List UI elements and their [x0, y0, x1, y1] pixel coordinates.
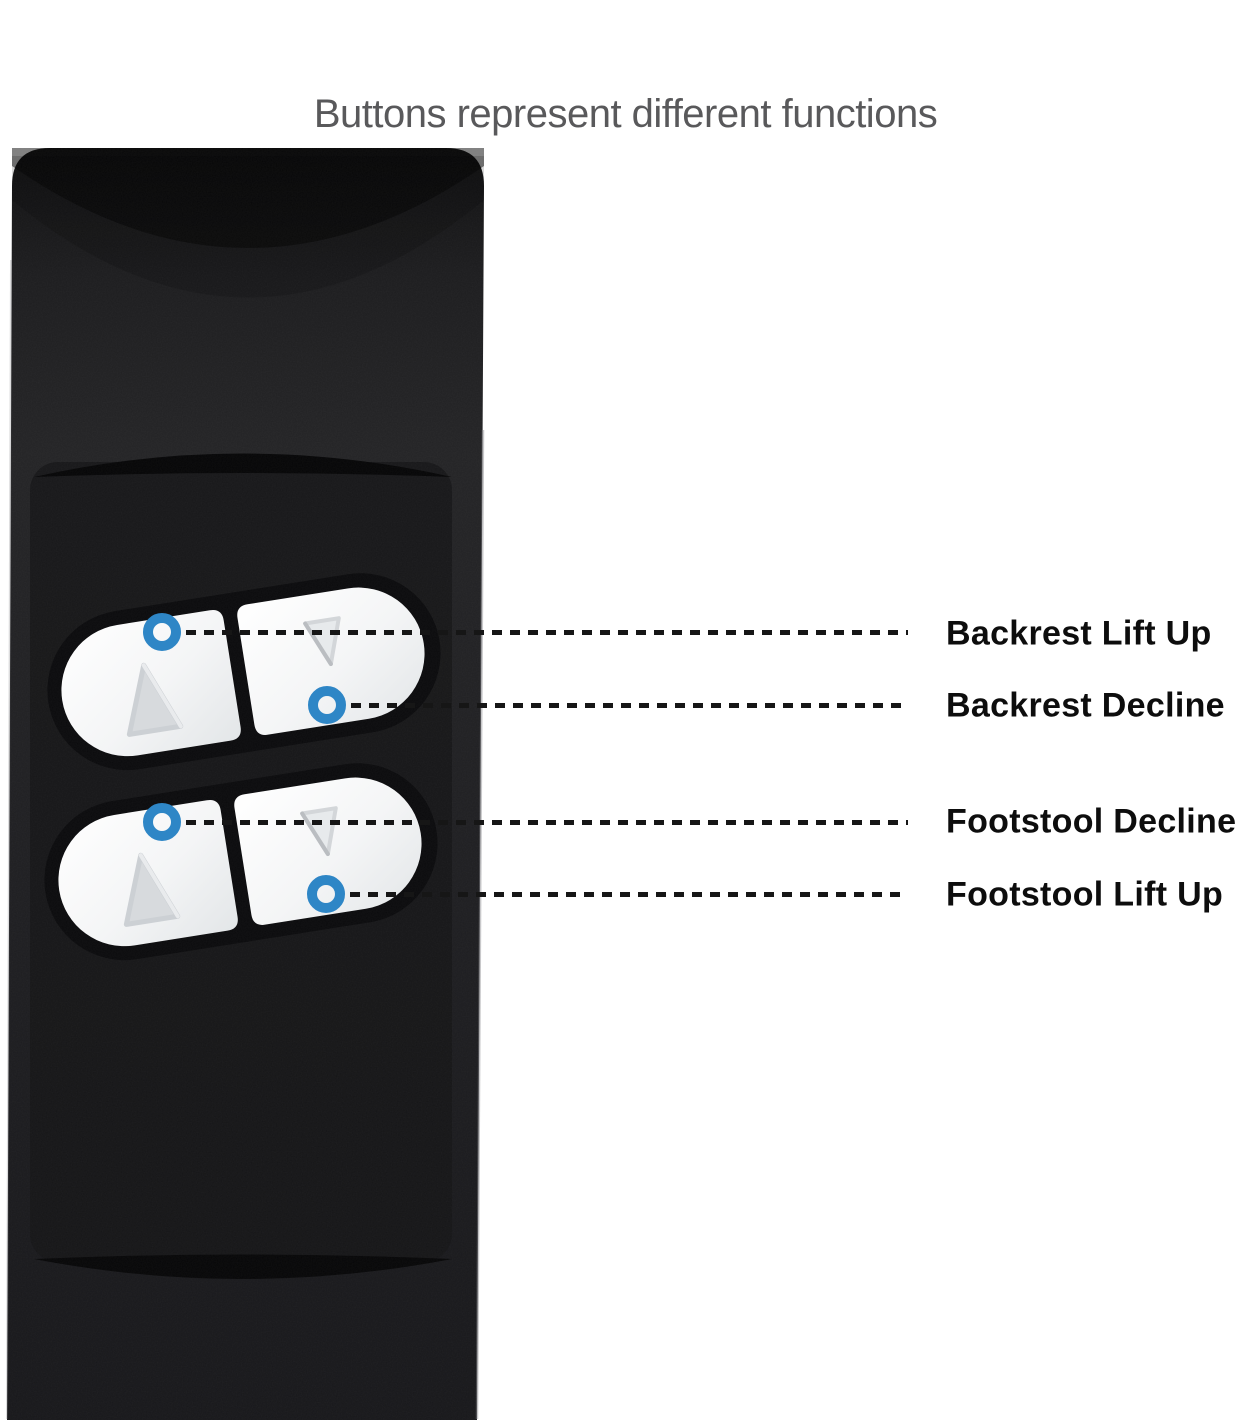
callout-label-footstool-lift-up: Footstool Lift Up	[946, 875, 1224, 914]
callout-label-backrest-lift-up: Backrest Lift Up	[946, 614, 1212, 653]
callout-circle-footstool-decline	[143, 803, 181, 841]
page-title: Buttons represent different functions	[313, 92, 938, 136]
callout-line-backrest-decline	[351, 703, 908, 708]
callout-label-footstool-decline: Footstool Decline	[946, 802, 1237, 841]
callout-circle-footstool-lift-up	[307, 875, 345, 913]
callout-line-backrest-lift-up	[186, 630, 908, 635]
callout-circle-backrest-decline	[308, 686, 346, 724]
callout-label-backrest-decline: Backrest Decline	[946, 686, 1225, 725]
callout-line-footstool-decline	[186, 820, 908, 825]
callout-circle-backrest-lift-up	[143, 613, 181, 651]
callout-line-footstool-lift-up	[350, 892, 908, 897]
texture-overlay	[7, 148, 484, 1420]
